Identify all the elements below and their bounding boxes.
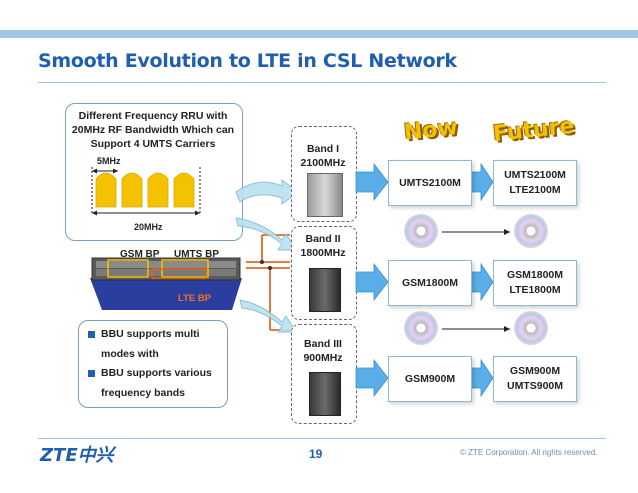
band-2-name: Band II (305, 233, 341, 245)
carrier-spectrum-graphic (91, 167, 201, 216)
carrier-width-label: 5MHz (97, 156, 121, 166)
bullet-marker (88, 369, 95, 377)
slide-title: Smooth Evolution to LTE in CSL Network (38, 50, 457, 72)
band-1-name: Band I (306, 143, 340, 155)
software-disc-icon (514, 311, 548, 345)
now-system-band-3: GSM900M (388, 356, 472, 402)
footer-divider (38, 438, 606, 439)
rru-unit-2 (309, 268, 341, 312)
zte-logo: ZTE中兴 (40, 445, 114, 466)
umts-bp-label: UMTS BP (174, 249, 219, 260)
band-3-name: Band III (304, 338, 342, 350)
copyright-text: © ZTE Corporation. All rights reserved. (460, 448, 598, 457)
bullet-1-cont: modes with (101, 348, 159, 360)
band-3-freq: 900MHz (303, 352, 343, 364)
software-disc-icon (514, 214, 548, 248)
page-number: 19 (309, 447, 323, 461)
top-bar (0, 30, 638, 38)
bullet-marker (88, 330, 95, 338)
rru-line-2: 20MHz RF Bandwidth Which can (71, 124, 235, 136)
rru-unit-3 (309, 372, 341, 416)
gsm-bp-label: GSM BP (120, 249, 160, 260)
now-system-band-2: GSM1800M (388, 260, 472, 306)
rru-unit-1 (307, 173, 343, 217)
lte-bp-label: LTE BP (178, 293, 212, 304)
rru-line-3: Support 4 UMTS Carriers (90, 138, 216, 150)
title-divider (38, 82, 606, 83)
software-disc-icon (404, 214, 438, 248)
bullet-1: BBU supports multi (88, 324, 200, 344)
bbu-notes-box (78, 320, 228, 408)
bullet-2-cont: frequency bands (101, 387, 186, 399)
band-1-freq: 2100MHz (300, 157, 346, 169)
rru-callout-box (65, 103, 243, 241)
software-disc-icon (404, 311, 438, 345)
band-2-freq: 1800MHz (300, 247, 346, 259)
bbu-chassis-graphic (90, 257, 242, 310)
bullet-2: BBU supports various (88, 363, 212, 383)
total-bandwidth-label: 20MHz (134, 222, 163, 232)
rru-line-1: Different Frequency RRU with (78, 110, 228, 122)
now-system-band-1: UMTS2100M (388, 160, 472, 206)
